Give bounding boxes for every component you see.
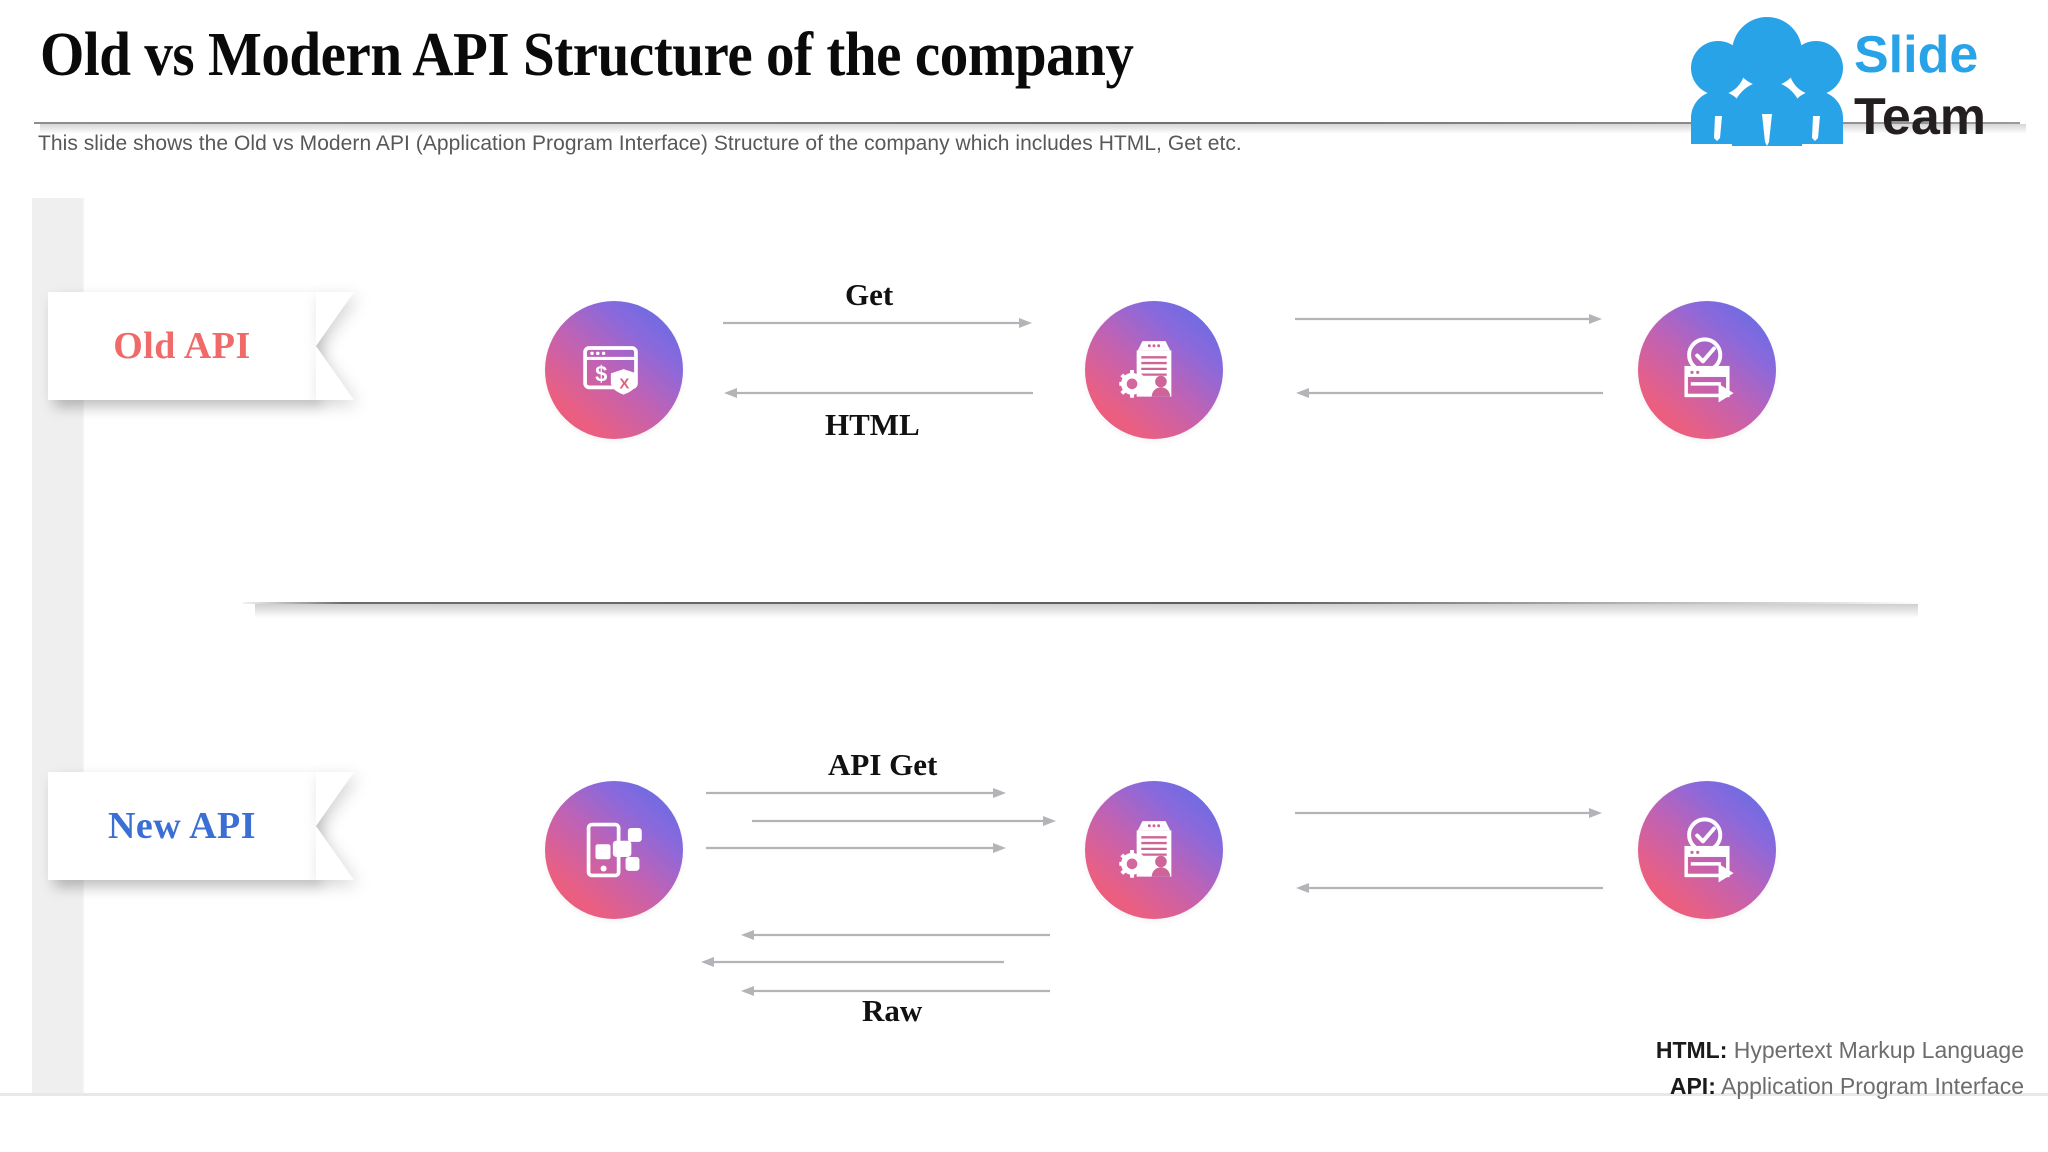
check-window-play-icon (1684, 337, 1734, 403)
row-banner-new-api[interactable]: New API (48, 772, 316, 880)
mobile-nodes-icon (586, 822, 642, 878)
browser-dollar-shield-icon: $ X (583, 346, 638, 395)
flow-arrow-raw-2 (700, 956, 1004, 968)
flow-label-html: HTML (825, 407, 920, 442)
legend-separator-html: : (1719, 1037, 1728, 1063)
slideteam-logo: Slide Team (1658, 10, 2030, 150)
legend-definition-api: Application Program Interface (1721, 1073, 2024, 1099)
flow-arrow-get (723, 317, 1033, 329)
flow-arrow-raw-3 (740, 985, 1050, 997)
node-client-devices[interactable] (545, 781, 683, 919)
flow-label-api-get: API Get (828, 747, 938, 782)
flow-arrow-api-get-1 (706, 787, 1006, 799)
legend-item-html: HTML: Hypertext Markup Language (1656, 1032, 2024, 1068)
flow-label-raw: Raw (862, 993, 923, 1028)
diagram-row-old-api: $ X (0, 270, 2048, 470)
node-verified-output[interactable] (1638, 301, 1776, 439)
flow-label-get: Get (845, 277, 894, 312)
logo-text-slide: Slide (1854, 26, 1978, 84)
row-label-new-api: New API (107, 805, 257, 847)
svg-text:$: $ (595, 362, 607, 387)
flow-arrow-right-upper-new (1295, 807, 1603, 819)
content-left-edge (82, 198, 84, 1096)
flow-arrow-api-get-2 (752, 815, 1056, 827)
people-group-icon (1691, 17, 1843, 146)
section-divider (243, 602, 1923, 618)
document-gear-user-icon (1119, 821, 1172, 878)
flow-arrow-api-get-3 (706, 842, 1006, 854)
node-verified-output[interactable] (1638, 781, 1776, 919)
flow-arrow-right-lower (1295, 387, 1603, 399)
document-gear-user-icon (1119, 341, 1172, 398)
node-server-processing[interactable] (1085, 781, 1223, 919)
row-banner-old-api[interactable]: Old API (48, 292, 316, 400)
header-divider (34, 122, 2026, 134)
flow-arrow-right-lower-new (1295, 882, 1603, 894)
legend-key-html: HTML (1655, 1037, 1720, 1063)
flow-arrow-raw-1 (740, 929, 1050, 941)
svg-text:X: X (619, 376, 629, 393)
diagram-row-new-api: API Get Raw (0, 650, 2048, 1028)
node-client-browser-payment[interactable]: $ X (545, 301, 683, 439)
legend-definition-html: Hypertext Markup Language (1733, 1037, 2024, 1063)
node-server-processing[interactable] (1085, 301, 1223, 439)
page-title: Old vs Modern API Structure of the compa… (40, 21, 1134, 89)
page-subtitle: This slide shows the Old vs Modern API (… (38, 132, 1242, 155)
legend: HTML: Hypertext Markup Language API: App… (1656, 1032, 2024, 1104)
flow-arrow-right-upper (1295, 313, 1603, 325)
logo-text-team: Team (1854, 88, 1986, 146)
legend-item-api: API: Application Program Interface (1656, 1068, 2024, 1104)
flow-arrow-html (723, 387, 1033, 399)
legend-separator-api: : (1708, 1073, 1716, 1099)
legend-key-api: API (1669, 1073, 1709, 1099)
footer-divider (0, 1093, 2048, 1096)
row-label-old-api: Old API (113, 325, 251, 367)
check-window-play-icon (1684, 817, 1734, 883)
